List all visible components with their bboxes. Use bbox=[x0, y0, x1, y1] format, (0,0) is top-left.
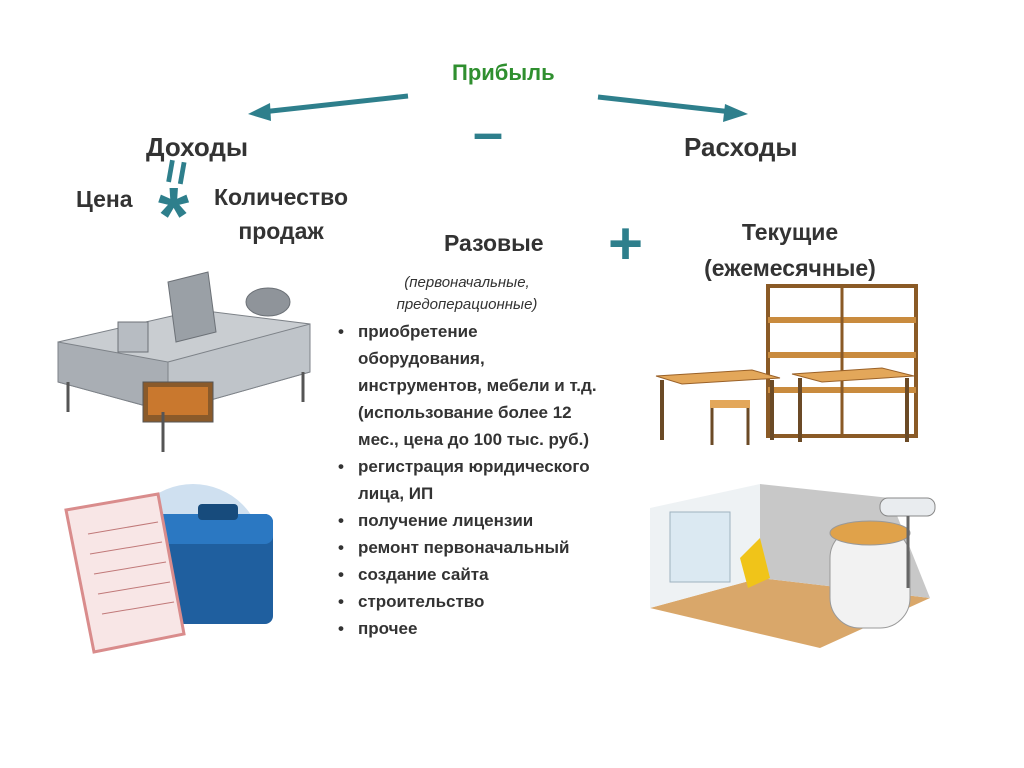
quantity-label: Количество продаж bbox=[214, 184, 349, 244]
expenses-label: Расходы bbox=[684, 132, 798, 162]
list-item: •ремонт первоначальный bbox=[338, 538, 570, 557]
split-arrows bbox=[248, 93, 748, 122]
income-label: Доходы bbox=[146, 132, 249, 162]
room-renovation-image bbox=[650, 484, 936, 648]
plus-sign: + bbox=[608, 210, 644, 277]
list-item: •получение лицензии bbox=[338, 511, 534, 530]
multiply-sign: * bbox=[158, 171, 190, 260]
arrow-to-expenses bbox=[597, 94, 733, 115]
arrow-to-income-head bbox=[248, 103, 271, 121]
license-folder-image bbox=[64, 484, 273, 654]
list-item: •регистрация юридического лица, ИП bbox=[338, 457, 590, 503]
furniture-image bbox=[655, 284, 918, 445]
one-time-note: (первоначальные, предоперационные) bbox=[396, 274, 538, 313]
profit-title: Прибыль bbox=[452, 60, 555, 85]
one-time-list: •приобретение оборудования, инструментов… bbox=[336, 318, 606, 642]
list-item: •приобретение оборудования, инструментов… bbox=[338, 322, 597, 449]
list-item: •строительство bbox=[338, 592, 485, 611]
current-label: Текущие (ежемесячные) bbox=[704, 219, 876, 281]
kitchen-equipment-image bbox=[57, 271, 311, 452]
arrow-to-expenses-head bbox=[723, 104, 748, 122]
arrow-to-income bbox=[261, 93, 409, 115]
price-label: Цена bbox=[76, 186, 133, 212]
minus-sign: – bbox=[473, 103, 504, 163]
list-item: •прочее bbox=[338, 619, 418, 638]
list-item: •создание сайта bbox=[338, 565, 489, 584]
one-time-label: Разовые bbox=[444, 230, 544, 256]
